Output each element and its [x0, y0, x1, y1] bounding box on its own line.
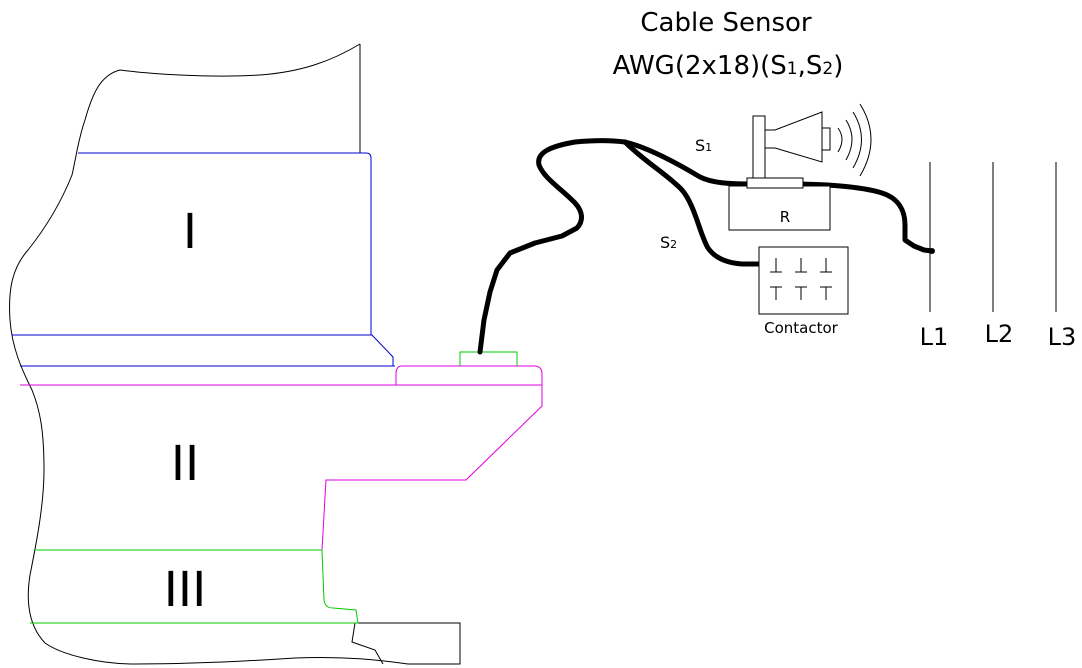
- sensor-cable: [477, 138, 935, 355]
- zone-2-label: II: [171, 436, 199, 492]
- zone-2-outline: [20, 365, 543, 551]
- wire-s1-sub: 1: [705, 141, 712, 154]
- equipment-outer-contour: [9, 43, 461, 665]
- line-l1-label: L1: [920, 323, 949, 351]
- equipment-outline: [9, 43, 461, 665]
- wire-s1-label: S1: [695, 136, 712, 155]
- cable-gland: [459, 351, 518, 366]
- relay-box-icon: [728, 177, 831, 231]
- zone-3-label: III: [164, 562, 206, 618]
- wire-s2-label: S2: [660, 233, 677, 252]
- wire-s1-letter: S: [695, 136, 705, 155]
- cable-s2-wire: [622, 139, 767, 267]
- contactor-label: Contactor: [764, 319, 839, 337]
- relay-label: R: [780, 208, 790, 226]
- cable-main-run: [477, 138, 628, 355]
- siren-horn-icon: [752, 103, 872, 179]
- title-line-2-sub-1: 1: [787, 59, 798, 79]
- title-line-2: AWG(2x18)(S1,S2): [613, 51, 844, 81]
- title-line-2-prefix: AWG(2x18)(S: [613, 51, 787, 81]
- contactor-icon: [758, 246, 849, 315]
- title-line-2-sub-2: 2: [822, 59, 833, 79]
- equipment-bottom-notch: [351, 622, 384, 665]
- title-line-2-mid: ,S: [798, 51, 823, 81]
- line-l3-label: L3: [1048, 323, 1077, 351]
- zone-1-label: I: [183, 204, 197, 260]
- wire-s2-sub: 2: [670, 238, 677, 251]
- power-lines: [929, 162, 1057, 312]
- title-line-2-suffix: ): [833, 51, 843, 81]
- zone-1-outline: [12, 152, 395, 367]
- line-l2-label: L2: [985, 320, 1014, 348]
- zone-3-outline: [30, 351, 518, 624]
- wire-s2-letter: S: [660, 233, 670, 252]
- title-line-1: Cable Sensor: [640, 8, 812, 38]
